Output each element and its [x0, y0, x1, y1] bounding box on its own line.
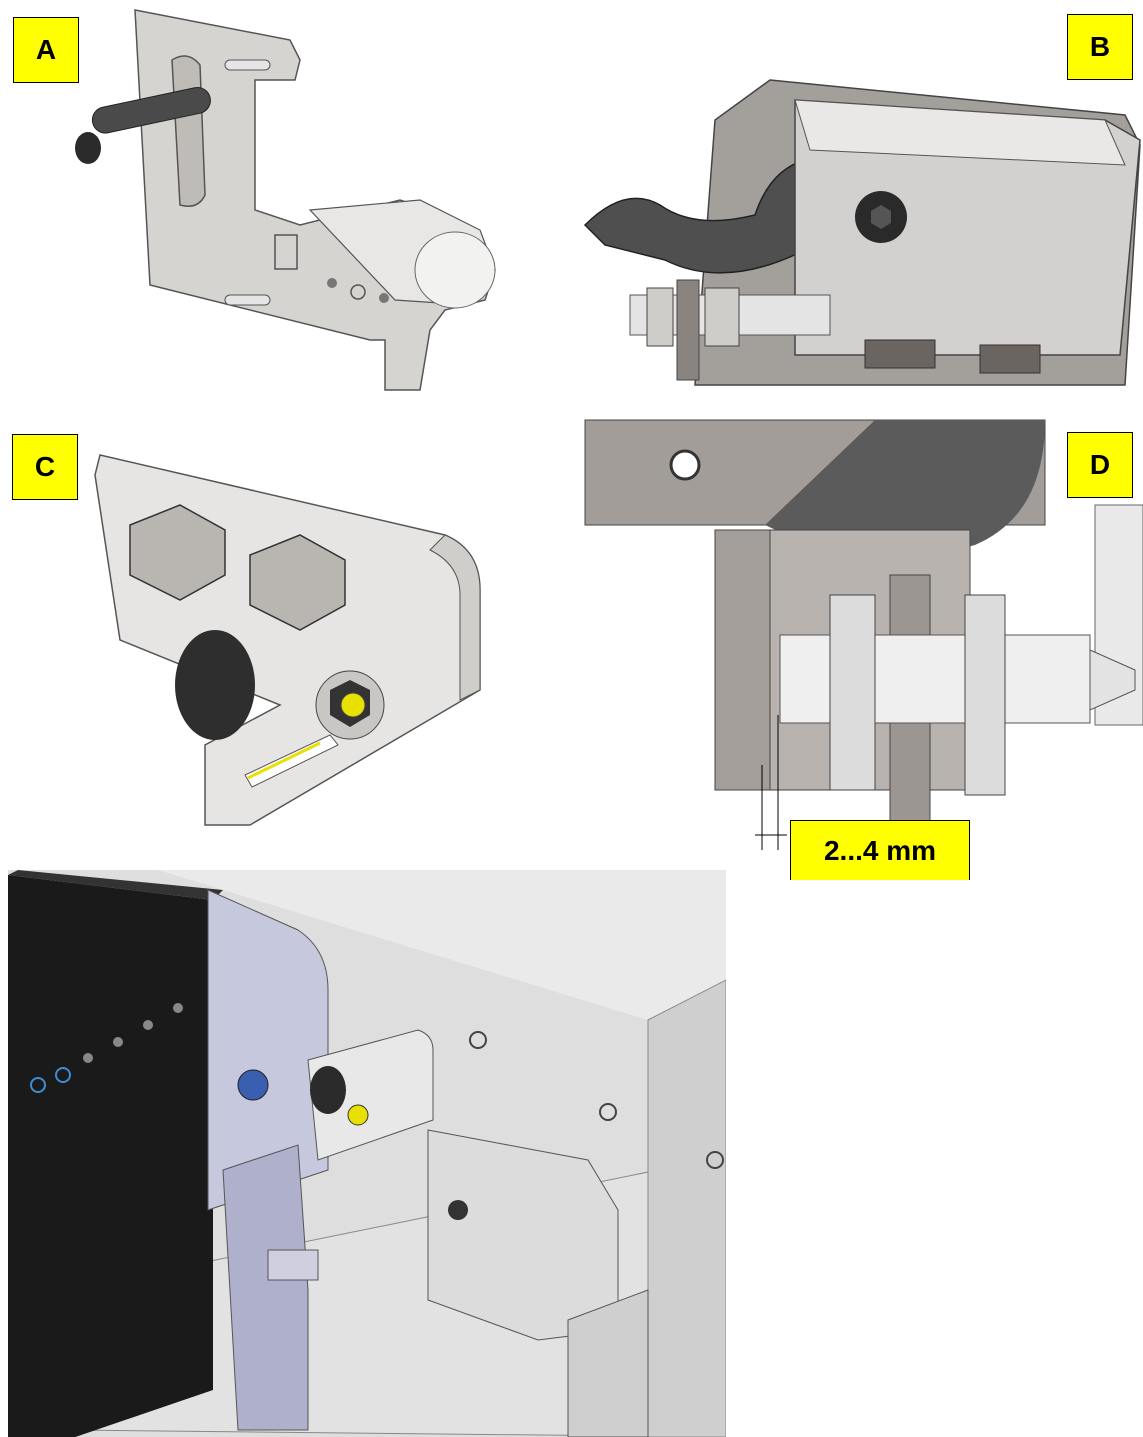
panel-d: D 2...4 mm	[575, 415, 1143, 880]
panel-a: A	[0, 0, 560, 410]
sensor-housing-b-drawing	[583, 79, 1141, 386]
dimension-label: 2...4 mm	[790, 820, 970, 880]
panel-b: B	[565, 0, 1143, 410]
l-bracket-c-drawing	[94, 454, 481, 826]
label-c: C	[12, 434, 78, 500]
panel-c: C	[0, 415, 560, 835]
label-d: D	[1067, 432, 1133, 498]
assembly-view	[8, 870, 726, 1437]
label-b: B	[1067, 14, 1133, 80]
sensor-distance-d-drawing	[584, 419, 1143, 850]
bracket-a-drawing	[75, 9, 496, 391]
label-a: A	[13, 17, 79, 83]
assembly-drawing	[8, 870, 726, 1437]
